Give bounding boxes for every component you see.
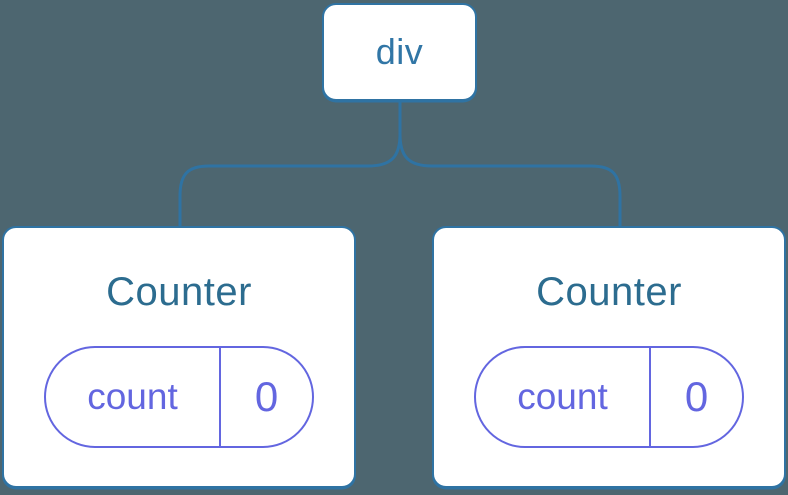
node-counter-right: Counter count 0 bbox=[432, 226, 786, 488]
edge-to-left-counter bbox=[178, 132, 402, 229]
state-value-label: 0 bbox=[254, 373, 279, 420]
edge-to-right-counter bbox=[398, 132, 622, 229]
state-key-label: count bbox=[476, 348, 651, 446]
state-value-label: 0 bbox=[684, 373, 709, 420]
counter-right-title: Counter bbox=[536, 270, 682, 314]
counter-left-title: Counter bbox=[106, 270, 252, 314]
counter-right-state-pill: count 0 bbox=[474, 346, 744, 448]
node-div-label: div bbox=[375, 31, 424, 72]
node-div: div bbox=[322, 3, 477, 101]
state-key-label: count bbox=[46, 348, 221, 446]
node-counter-left: Counter count 0 bbox=[2, 226, 356, 488]
counter-left-state-pill: count 0 bbox=[44, 346, 314, 448]
